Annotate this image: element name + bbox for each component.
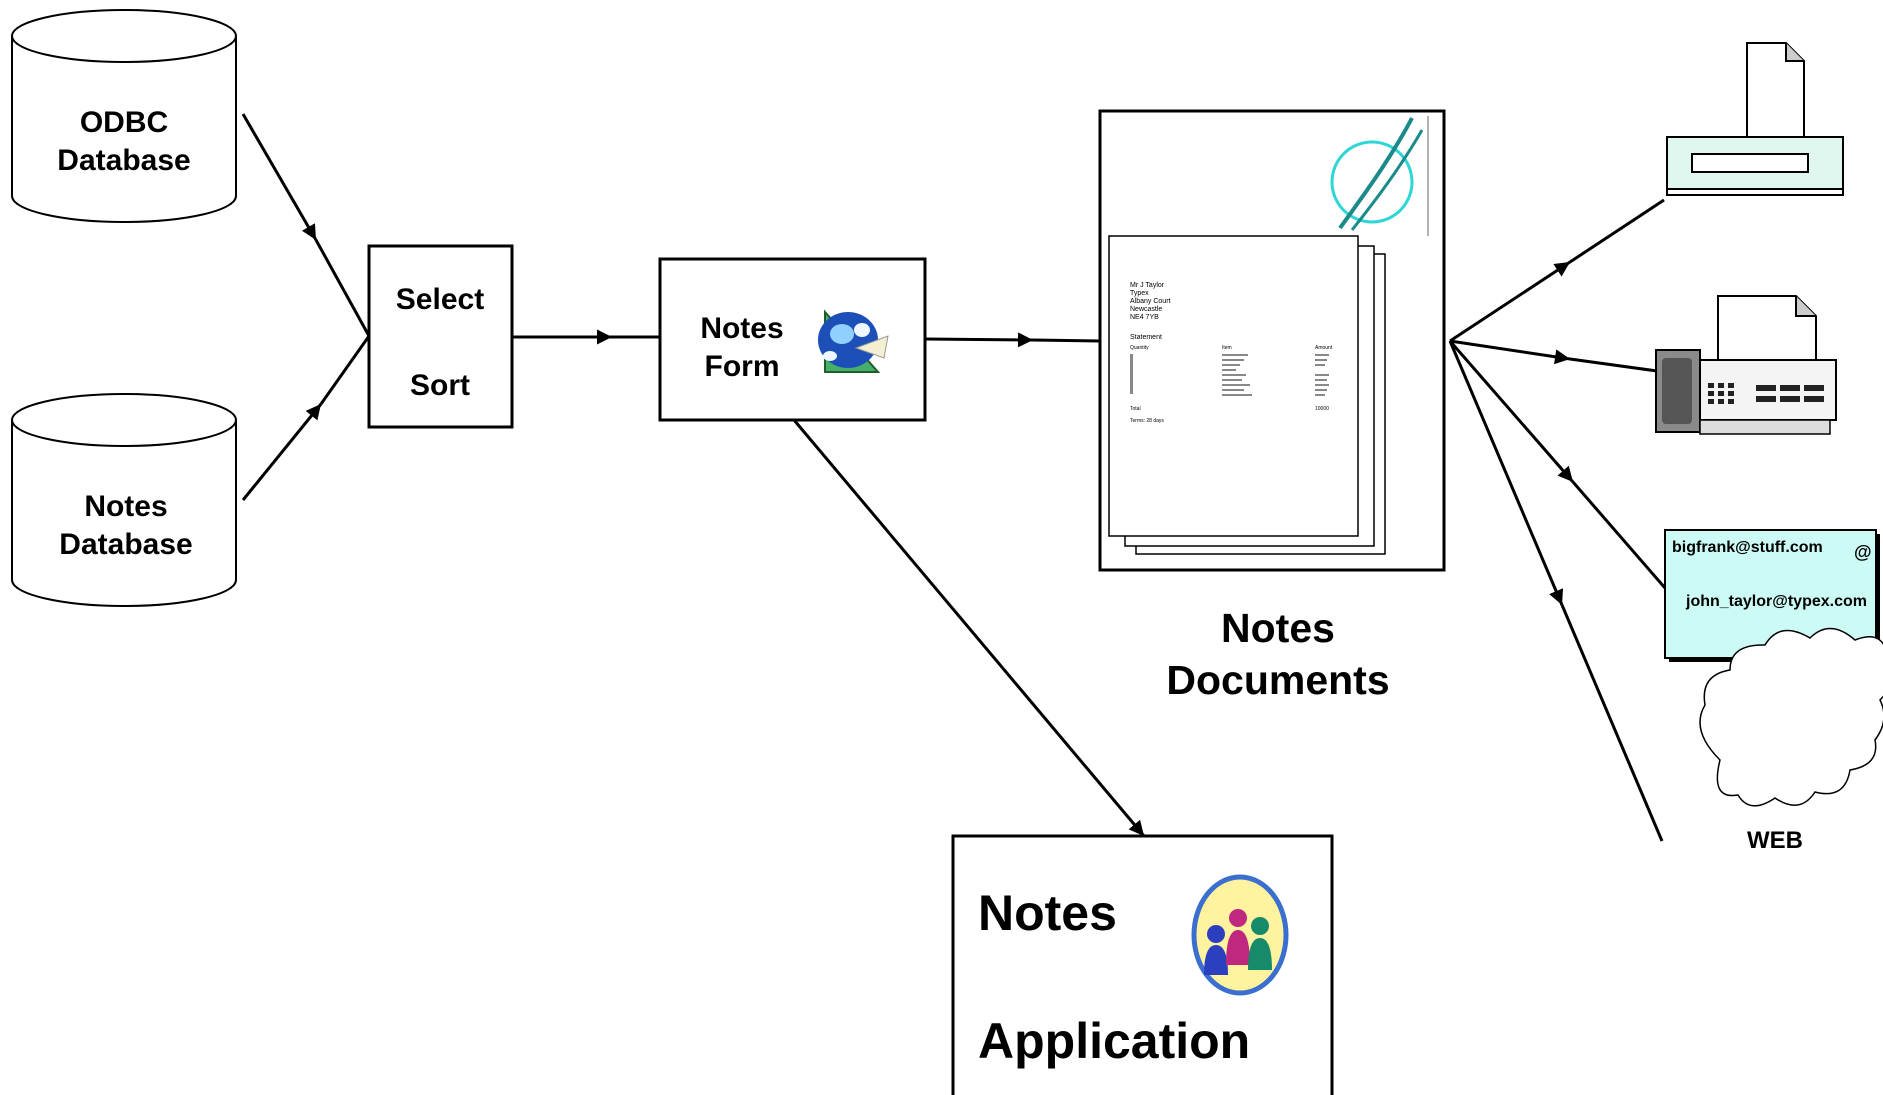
- notes-application-label-2: Application: [978, 1013, 1250, 1069]
- arrow-notesdb-to-select: [241, 403, 323, 501]
- notes-documents-caption-1: Notes: [1221, 605, 1335, 651]
- email-to: john_taylor@typex.com: [1685, 593, 1867, 610]
- letter-address-1: Mr J Taylor: [1130, 282, 1165, 289]
- select-label: Select: [396, 283, 484, 316]
- letter-total-label: Total: [1130, 406, 1141, 412]
- email-at-icon: @: [1854, 542, 1872, 562]
- arrow-documents-to-fax: [1449, 339, 1571, 365]
- line-odbc-to-select-cont: [314, 239, 371, 337]
- notes-form-box: Notes Form: [658, 257, 927, 422]
- line-documents-to-printer-cont: [1569, 198, 1665, 264]
- arrow-form-to-documents: [924, 332, 1034, 348]
- line-documents-to-web-cont: [1560, 604, 1664, 842]
- sort-label: Sort: [410, 369, 470, 402]
- letter-address-2: Typex: [1130, 290, 1149, 297]
- email-from: bigfrank@stuff.com: [1672, 539, 1823, 556]
- letter-heading: Statement: [1130, 334, 1162, 341]
- notes-application-label-1: Notes: [978, 885, 1117, 941]
- notes-documents: Mr J Taylor Typex Albany Court Newcastle…: [1098, 109, 1446, 703]
- letter-address-3: Albany Court: [1130, 298, 1171, 305]
- notes-database-label-1: Notes: [84, 490, 167, 523]
- notes-application-box: Notes Application: [951, 834, 1334, 1095]
- odbc-database-label-2: Database: [57, 144, 190, 177]
- letter-address-4: Newcastle: [1130, 306, 1162, 313]
- notes-form-icon: [818, 309, 889, 373]
- notes-documents-caption-2: Documents: [1166, 657, 1389, 703]
- letter-total-value: 10000: [1315, 406, 1329, 412]
- line-documents-to-email-cont: [1571, 481, 1667, 589]
- line-documents-to-fax-cont: [1569, 357, 1658, 373]
- notes-form-label-2: Form: [705, 350, 780, 383]
- arrow-form-to-application: [792, 419, 1146, 837]
- arrow-documents-to-printer: [1449, 260, 1571, 343]
- people-icon: [1191, 874, 1289, 996]
- letter-line-items: [1130, 354, 1329, 396]
- printer-icon: [1666, 42, 1844, 196]
- statement-letter: Mr J Taylor Typex Albany Court Newcastle…: [1130, 282, 1333, 424]
- letter-col-amount: Amount: [1315, 345, 1333, 351]
- letter-address-5: NE4 7YB: [1130, 314, 1159, 321]
- arrow-odbc-to-select: [241, 113, 318, 241]
- letter-col-quantity: Quantity: [1130, 345, 1149, 351]
- fax-icon: [1655, 295, 1837, 435]
- notes-form-label-1: Notes: [700, 312, 783, 345]
- letter-terms: Terms: 28 days: [1130, 418, 1164, 424]
- arrow-documents-to-email: [1448, 340, 1575, 483]
- notes-database: Notes Database: [11, 393, 237, 607]
- line-form-to-documents-cont: [1032, 338, 1101, 343]
- notes-database-label-2: Database: [59, 528, 192, 561]
- odbc-database: ODBC Database: [11, 9, 237, 223]
- arrow-documents-to-web: [1448, 340, 1564, 606]
- web-label: WEB: [1747, 827, 1803, 854]
- connectors: [241, 113, 1667, 842]
- web-cloud: WEB: [1699, 627, 1883, 854]
- logo-swoosh: [1330, 116, 1429, 236]
- letter-col-item: Item: [1222, 345, 1232, 351]
- select-sort-box: Select Sort: [367, 244, 514, 429]
- odbc-database-label-1: ODBC: [80, 106, 168, 139]
- line-notesdb-to-select-cont: [319, 335, 371, 405]
